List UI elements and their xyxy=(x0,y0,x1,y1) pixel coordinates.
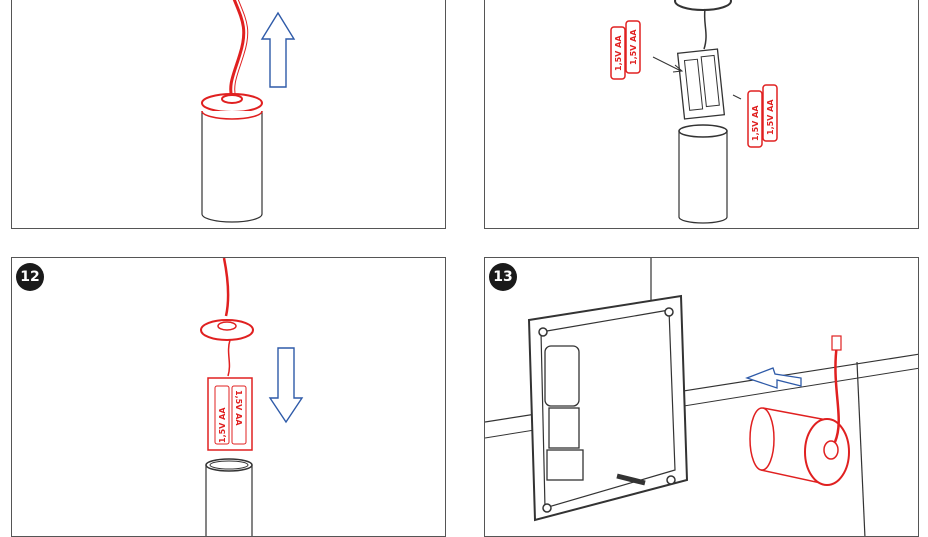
insert-arrow-icon xyxy=(745,367,802,389)
illustration-wall-insertion xyxy=(485,258,918,536)
battery-label: 1,5V AA xyxy=(766,99,775,135)
step-panel-12: 12 1,5V AA 1,5V AA xyxy=(11,257,446,537)
step-panel-13: 13 xyxy=(484,257,919,537)
cable xyxy=(222,258,230,317)
step-number-badge: 12 xyxy=(16,263,44,291)
cylinder-housing xyxy=(678,131,728,224)
battery-label: 1,5V AA xyxy=(614,35,623,71)
illustration-reassembly: 1,5V AA 1,5V AA xyxy=(200,258,304,536)
down-arrow-icon xyxy=(268,347,304,424)
step-panel-top-left xyxy=(11,0,446,229)
battery-holder: 1,5V AA 1,5V AA xyxy=(207,377,253,451)
step-panel-top-right: 1,5V AA 1,5V AA 1,5V AA 1,5V AA xyxy=(484,0,919,229)
valve-assembly xyxy=(544,345,646,486)
battery-label: 1,5V AA xyxy=(629,29,638,65)
battery-pair-left: 1,5V AA 1,5V AA xyxy=(610,20,641,80)
cylinder-housing xyxy=(205,465,253,536)
battery-cartridge xyxy=(749,335,850,486)
illustration-cap-removal xyxy=(201,0,296,223)
battery-label: 1,5V AA xyxy=(218,407,227,443)
illustration-battery-replacement: 1,5V AA 1,5V AA 1,5V AA 1,5V AA xyxy=(610,0,778,224)
cable xyxy=(229,0,246,100)
battery-pair-right: 1,5V AA 1,5V AA xyxy=(747,84,778,148)
cylinder-housing xyxy=(201,111,263,223)
step-number-badge: 13 xyxy=(489,263,517,291)
cap xyxy=(674,0,732,11)
battery-label: 1,5V AA xyxy=(234,390,243,426)
cable xyxy=(703,8,707,50)
battery-label: 1,5V AA xyxy=(751,105,760,141)
battery-holder xyxy=(676,48,726,120)
up-arrow-icon xyxy=(260,11,296,88)
